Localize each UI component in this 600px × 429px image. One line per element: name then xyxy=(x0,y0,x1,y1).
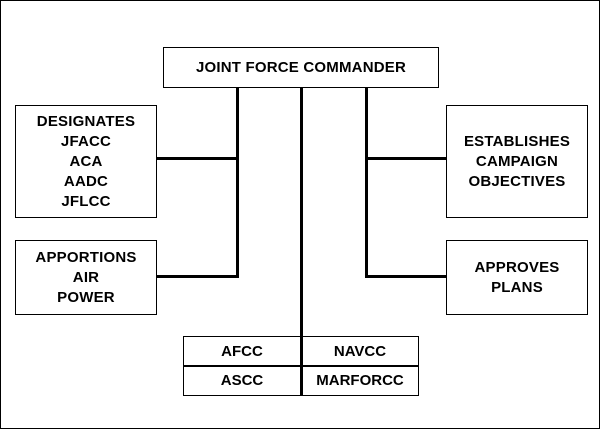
establishes-line-2: CAMPAIGN xyxy=(475,152,559,170)
designates-line-3: ACA xyxy=(69,152,103,170)
designates-connector xyxy=(156,157,239,160)
establishes-line-1: ESTABLISHES xyxy=(463,132,571,150)
designates-box: DESIGNATES JFACC ACA AADC JFLCC xyxy=(15,105,157,218)
apportions-line-2: AIR xyxy=(72,268,100,286)
joint-force-commander-label: JOINT FORCE COMMANDER xyxy=(195,58,407,76)
designates-line-5: JFLCC xyxy=(61,192,111,210)
approves-box: APPROVES PLANS xyxy=(446,240,588,315)
apportions-connector xyxy=(156,275,239,278)
apportions-line-3: POWER xyxy=(57,288,115,306)
left-vertical-connector xyxy=(236,87,239,277)
center-vertical-connector xyxy=(300,87,303,339)
approves-connector xyxy=(365,275,447,278)
ascc-label: ASCC xyxy=(220,371,264,389)
marforcc-cell: MARFORCC xyxy=(303,366,417,394)
approves-line-2: PLANS xyxy=(491,278,543,296)
establishes-connector xyxy=(365,157,447,160)
grid-vertical-divider xyxy=(300,337,303,395)
ascc-cell: ASCC xyxy=(184,366,300,394)
approves-line-1: APPROVES xyxy=(474,258,560,276)
establishes-box: ESTABLISHES CAMPAIGN OBJECTIVES xyxy=(446,105,588,218)
designates-line-1: DESIGNATES xyxy=(36,112,136,130)
afcc-cell: AFCC xyxy=(184,337,300,365)
apportions-line-1: APPORTIONS xyxy=(35,248,137,266)
right-vertical-connector xyxy=(365,87,368,277)
component-commanders-grid: AFCC NAVCC ASCC MARFORCC xyxy=(183,336,419,396)
establishes-line-3: OBJECTIVES xyxy=(468,172,566,190)
marforcc-label: MARFORCC xyxy=(316,371,404,389)
designates-line-4: AADC xyxy=(63,172,109,190)
navcc-cell: NAVCC xyxy=(303,337,417,365)
designates-line-2: JFACC xyxy=(60,132,112,150)
afcc-label: AFCC xyxy=(221,342,263,360)
navcc-label: NAVCC xyxy=(333,342,387,360)
joint-force-commander-box: JOINT FORCE COMMANDER xyxy=(163,47,439,88)
apportions-box: APPORTIONS AIR POWER xyxy=(15,240,157,315)
